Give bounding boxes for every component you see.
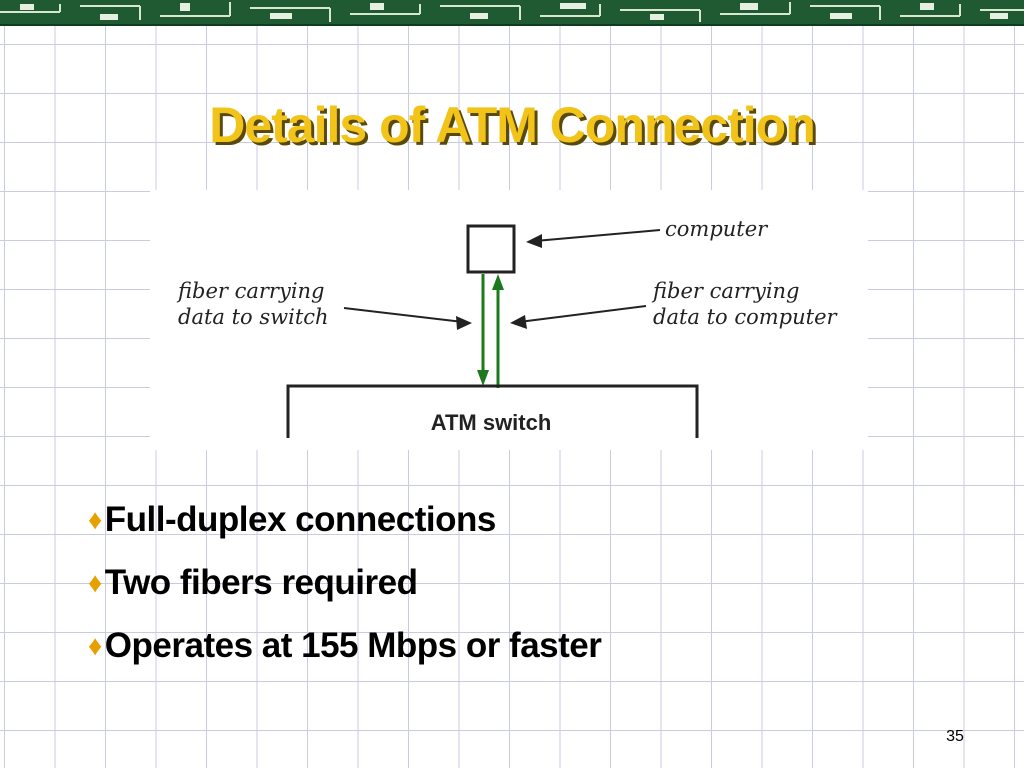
page-number: 35 [946, 728, 964, 745]
bullet-item: ♦ Two fibers required [88, 551, 601, 614]
bullet-text: Full-duplex connections [104, 499, 497, 539]
computer-box [466, 224, 516, 274]
fiber-to-switch-label-line2: data to switch [178, 305, 329, 329]
fiber-to-computer-label-line1: fiber carrying [651, 279, 800, 303]
computer-label: computer [665, 217, 769, 241]
atm-switch-label: ATM switch [431, 410, 552, 435]
diamond-bullet-icon: ♦ [88, 503, 102, 535]
fiber-to-switch-pointer-arrow [343, 307, 472, 330]
bullet-text: Two fibers required [104, 562, 418, 602]
computer-pointer-arrow [526, 229, 661, 248]
header-circuit-strip [0, 0, 1024, 26]
bullet-item: ♦ Operates at 155 Mbps or faster [88, 614, 602, 677]
diamond-bullet-icon: ♦ [88, 566, 102, 598]
fiber-to-switch-label-line1: fiber carrying [176, 279, 325, 303]
fiber-to-switch [477, 274, 489, 386]
atm-connection-diagram: computer fiber carrying data to switch f… [150, 190, 868, 450]
bullet-text: Operates at 155 Mbps or faster [104, 625, 602, 665]
fiber-to-computer [492, 274, 504, 388]
circuit-pattern [0, 2, 1024, 22]
fiber-to-computer-label-line2: data to computer [653, 305, 839, 329]
fiber-to-computer-pointer-arrow [510, 305, 647, 329]
bullet-list: ♦ Full-duplex connections ♦ Two fibers r… [88, 488, 602, 677]
bullet-item: ♦ Full-duplex connections [88, 488, 601, 551]
diamond-bullet-icon: ♦ [88, 629, 102, 661]
slide-title: Details of ATM Connection [209, 97, 816, 153]
atm-switch-box [286, 384, 699, 438]
